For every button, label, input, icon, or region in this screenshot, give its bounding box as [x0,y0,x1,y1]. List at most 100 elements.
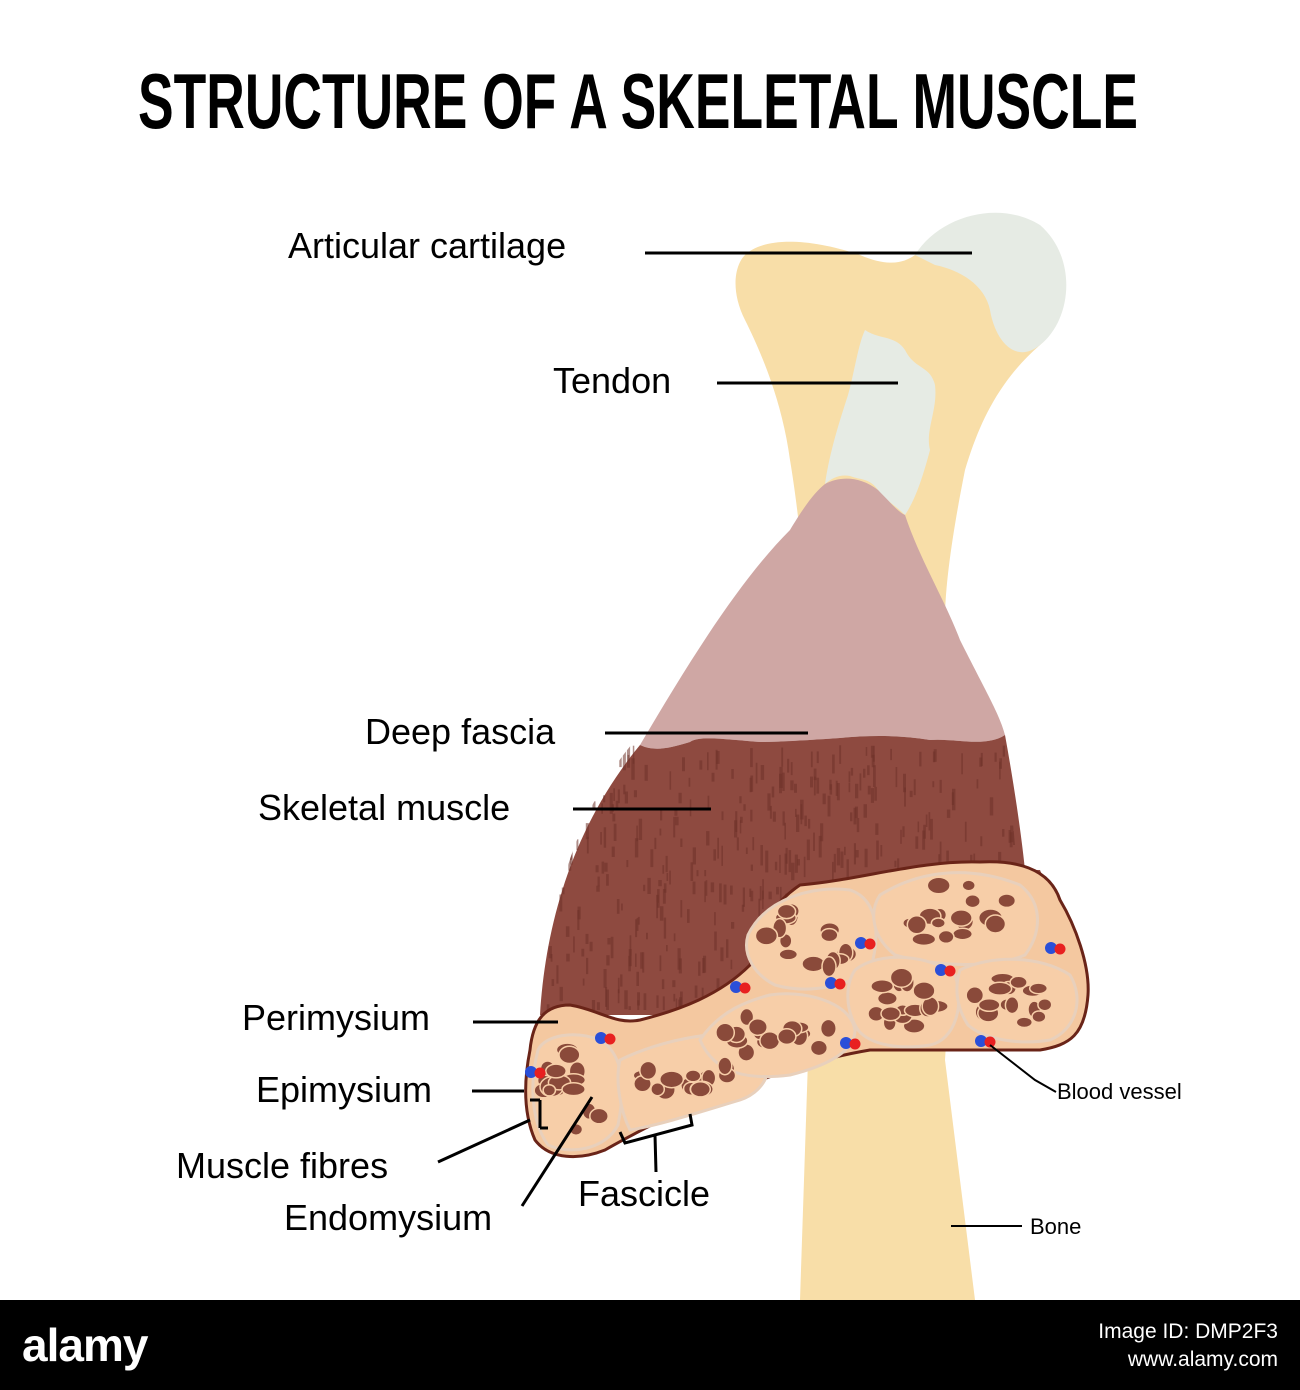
label-skeletal-muscle: Skeletal muscle [258,787,510,828]
muscle-fibre [961,879,976,892]
blood-vessel-vein [935,964,947,976]
muscle-streak [629,935,632,956]
muscle-streak [585,783,587,795]
muscle-streak [867,765,870,776]
muscle-fibre [911,932,937,947]
muscle-streak [750,775,754,792]
muscle-streak [624,990,628,1010]
muscle-streak [551,752,555,772]
muscle-streak [750,748,753,768]
muscle-streak [741,904,745,912]
muscle-streak [928,812,931,831]
muscle-streak [577,910,580,930]
muscle-streak [550,954,553,962]
muscle-streak [643,884,646,892]
muscle-streak [870,788,874,803]
muscle-streak [560,804,564,811]
muscle-streak [570,842,573,865]
muscle-fibre [1031,1010,1047,1024]
muscle-streak [909,790,913,798]
muscle-streak [619,753,622,768]
muscle-streak [603,969,607,988]
muscle-streak [665,855,668,873]
muscle-streak [840,851,844,868]
muscle-fibre [820,927,839,943]
muscle-streak [784,822,786,840]
muscle-streak [903,773,906,793]
muscle-streak [785,847,788,864]
muscle-fibre [930,917,946,929]
muscle-streak [853,843,856,865]
muscle-streak [998,851,1002,865]
muscle-streak [679,997,682,1008]
muscle-streak [765,850,769,873]
muscle-streak [1024,842,1028,863]
muscle-streak [557,836,560,848]
muscle-fibre [776,1028,797,1046]
muscle-fibre [778,948,799,961]
muscle-streak [701,987,704,999]
muscle-streak [1009,832,1013,848]
muscle-streak [626,745,631,768]
muscle-streak [617,989,620,1004]
muscle-fibre [689,1080,712,1098]
muscle-fibre [739,1007,755,1027]
muscle-streak [922,830,926,850]
muscle-fibre [880,1006,902,1022]
muscle-fibre [717,1056,733,1076]
muscle-streak [678,792,682,804]
muscle-streak [699,760,703,770]
muscle-streak [1002,829,1005,837]
muscle-fibre [1028,982,1049,995]
muscle-streak [554,835,557,850]
muscle-streak [596,1002,600,1010]
muscle-streak [657,889,660,908]
muscle-streak [1019,786,1023,796]
muscle-streak [1027,833,1030,846]
muscle-streak [654,837,657,850]
image-meta: Image ID: DMP2F3 www.alamy.com [1098,1318,1278,1374]
muscle-fibre [984,914,1007,934]
muscle-streak [723,884,727,905]
blood-vessel-vein [825,977,837,989]
muscle-streak [832,754,835,774]
muscle-streak [687,909,690,923]
muscle-streak [713,849,716,861]
muscle-streak [946,809,951,818]
muscle-streak [952,788,956,811]
muscle-streak [769,805,772,819]
muscle-streak [790,762,793,776]
muscle-streak [863,804,867,818]
muscle-streak [554,827,558,835]
leader-blood-vessel [989,1044,1057,1093]
muscle-streak [822,793,826,805]
muscle-streak [804,815,807,827]
muscle-streak [859,773,862,791]
muscle-streak [656,995,659,1008]
muscle-streak [1013,831,1016,845]
muscle-streak [760,845,763,866]
muscle-streak [589,764,593,772]
muscle-streak [557,785,560,804]
muscle-streak [850,812,853,822]
muscle-fibre [1009,975,1028,990]
muscle-streak [994,752,997,762]
muscle-fibre [997,893,1017,909]
muscle-streak [705,880,708,896]
muscle-streak [666,873,669,881]
muscle-fibre [684,1069,702,1083]
muscle-streak [612,813,616,822]
muscle-streak [690,862,694,881]
muscle-streak [848,782,851,793]
muscle-streak [545,828,549,841]
muscle-streak [720,947,724,962]
muscle-streak [704,881,706,903]
muscle-streak [772,811,776,822]
muscle-streak [570,838,573,860]
muscle-streak [586,957,589,975]
muscle-streak [999,758,1002,769]
muscle-streak [810,776,813,788]
muscle-streak [794,854,798,873]
muscle-streak [873,765,876,787]
muscle-streak [633,790,637,798]
